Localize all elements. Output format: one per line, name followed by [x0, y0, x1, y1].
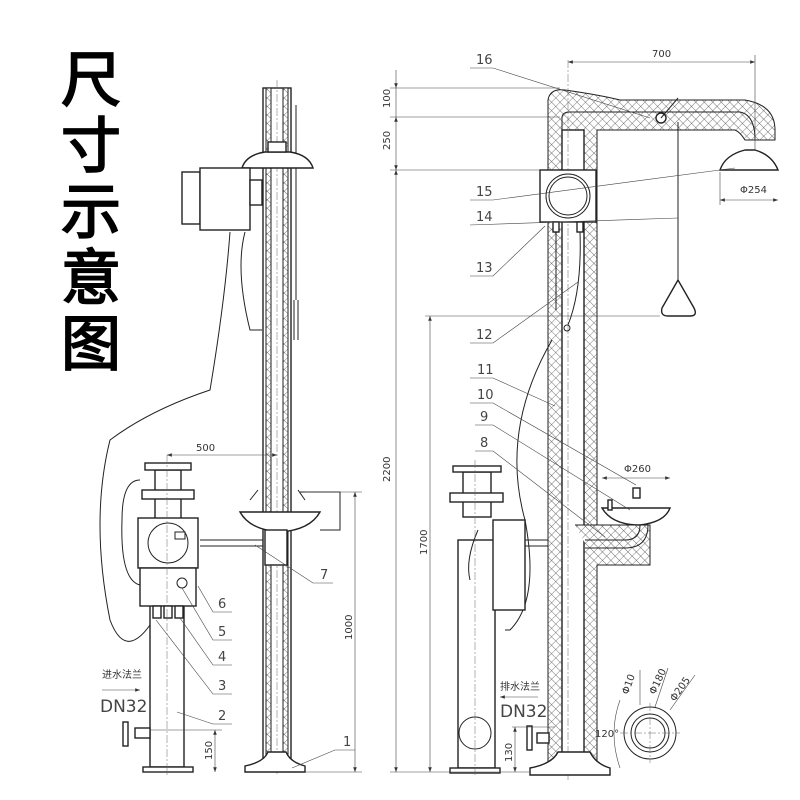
title-char: 意 — [61, 244, 121, 314]
callout-11: 11 — [477, 363, 494, 378]
control-box-upper — [99, 167, 263, 642]
flange-outer: Φ205 — [668, 675, 692, 703]
drain-pipe — [449, 460, 550, 775]
callout-13: 13 — [476, 261, 493, 276]
title-char: 图 — [61, 310, 121, 380]
callout-14: 14 — [476, 210, 493, 225]
inlet-size: DN32 — [100, 697, 147, 717]
callout-1: 1 — [343, 735, 351, 750]
right-dimensions: 700 100 250 2200 1700 Φ254 Φ260 130 排水法兰 — [382, 49, 778, 773]
shower-pole — [244, 80, 306, 775]
left-dimensions: 500 1000 150 进水法兰 DN32 — [100, 443, 362, 773]
callout-10: 10 — [477, 388, 494, 403]
dim-2200: 2200 — [382, 457, 393, 482]
valve-handle — [655, 97, 697, 317]
callout-5: 5 — [218, 625, 226, 640]
flange-detail: 120° Φ10 Φ180 Φ205 — [595, 667, 696, 769]
callout-6: 6 — [218, 597, 226, 612]
callout-12: 12 — [476, 328, 493, 343]
flange-angle: 120° — [595, 729, 619, 740]
eyewash-bowl-right — [600, 487, 671, 526]
eyewash-bowl — [200, 489, 341, 566]
left-callouts: 1 2 3 4 5 6 7 — [155, 544, 355, 769]
callout-9: 9 — [480, 410, 488, 425]
dim-150: 150 — [204, 741, 215, 760]
dim-bowl-dia: Φ260 — [624, 464, 651, 475]
callout-16: 16 — [476, 53, 493, 68]
callout-2: 2 — [218, 709, 226, 724]
shower-head-right — [719, 149, 780, 171]
callout-4: 4 — [218, 650, 226, 665]
drain-size: DN32 — [500, 702, 547, 722]
title-char: 寸 — [61, 112, 121, 182]
drawing-title: 尺 寸 示 意 图 — [56, 48, 126, 378]
title-char: 示 — [61, 178, 121, 248]
callout-3: 3 — [218, 679, 226, 694]
callout-8: 8 — [480, 436, 488, 451]
drain-label: 排水法兰 — [500, 680, 540, 693]
right-view: 120° Φ10 Φ180 Φ205 700 100 250 2200 1 — [382, 49, 780, 780]
dim-head-dia: Φ254 — [740, 185, 767, 196]
inlet-label: 进水法兰 — [102, 668, 142, 681]
inlet-pipe — [121, 455, 199, 775]
right-callouts: 16 15 14 13 12 11 10 9 8 — [469, 53, 736, 538]
dim-500: 500 — [196, 443, 215, 454]
dim-1700: 1700 — [419, 530, 430, 555]
title-char: 尺 — [61, 46, 121, 116]
left-view: 500 1000 150 进水法兰 DN32 1 2 3 4 5 6 7 — [99, 80, 362, 775]
insulated-column — [529, 60, 776, 780]
dim-250: 250 — [382, 131, 393, 150]
dim-1000: 1000 — [344, 615, 355, 640]
callout-7: 7 — [320, 568, 328, 583]
dim-100: 100 — [382, 89, 393, 108]
callout-15: 15 — [476, 185, 493, 200]
flange-hole: Φ10 — [620, 673, 637, 696]
dim-700: 700 — [652, 49, 671, 60]
flange-pcd: Φ180 — [648, 667, 669, 696]
shower-head — [241, 141, 314, 169]
dim-130: 130 — [504, 743, 515, 762]
